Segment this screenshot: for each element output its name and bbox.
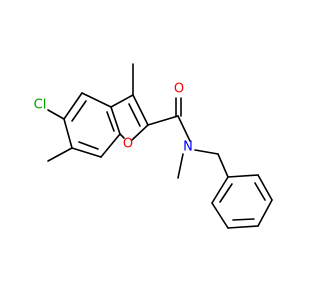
bond-ph-6-1: [211, 176, 229, 204]
ring-substituents: [47, 63, 134, 162]
carbonyl-oxygen-atom-label: O: [174, 82, 184, 97]
amide-nitrogen-atom-label: N: [183, 140, 193, 155]
bond-c3a-c4: [81, 92, 112, 108]
bond-c3-c2: [132, 94, 149, 126]
canvas-background: [0, 0, 300, 300]
bond-c7a-c3a-inner: [106, 111, 115, 132]
ring-oxygen-atom-label: O: [123, 137, 133, 152]
bond-ph-2-3-inner: [254, 182, 266, 201]
bond-ph-6-1-inner: [219, 183, 233, 203]
amide-group: [147, 97, 229, 179]
bond-c6-c7-inner: [78, 141, 99, 150]
bond-ph-4-5-inner: [232, 218, 255, 221]
furan-ring: [110, 94, 149, 141]
bond-c5-c6: [63, 118, 73, 149]
bond-c4-c5: [63, 92, 83, 120]
bond-ph-5-6: [211, 202, 229, 229]
bond-c7a-c3a: [110, 106, 121, 135]
bond-c6-methyl: [47, 147, 73, 162]
bond-ph-3-4: [257, 199, 273, 227]
bond-c3a-c3: [110, 94, 134, 108]
molecule-structure-diagram: Cl O O N: [0, 0, 300, 300]
bond-c4-c5-inner: [71, 100, 87, 122]
bond-c5-cl: [47, 109, 65, 120]
bond-o1-c7a: [119, 133, 125, 139]
phenyl-ring: [211, 174, 273, 229]
bond-ph-2-3: [257, 174, 273, 201]
benzofuran-benzene-ring: [63, 92, 121, 158]
bond-c6-c7: [71, 147, 102, 158]
chlorine-atom-label: Cl: [34, 98, 47, 113]
bond-ph-1-2: [227, 174, 259, 178]
bond-c7-c7a: [100, 133, 121, 158]
bond-ch2-phenyl: [217, 153, 229, 178]
bond-c2-carbonyl-c: [147, 115, 179, 126]
bond-c3-c2-inner: [128, 103, 141, 127]
bond-n-benzyl-ch2: [194, 149, 219, 155]
bond-carbonyl-c-n: [177, 115, 191, 142]
bond-n-methyl: [177, 153, 184, 179]
bond-ph-4-5: [227, 225, 259, 229]
bond-c2-o1: [131, 124, 149, 141]
